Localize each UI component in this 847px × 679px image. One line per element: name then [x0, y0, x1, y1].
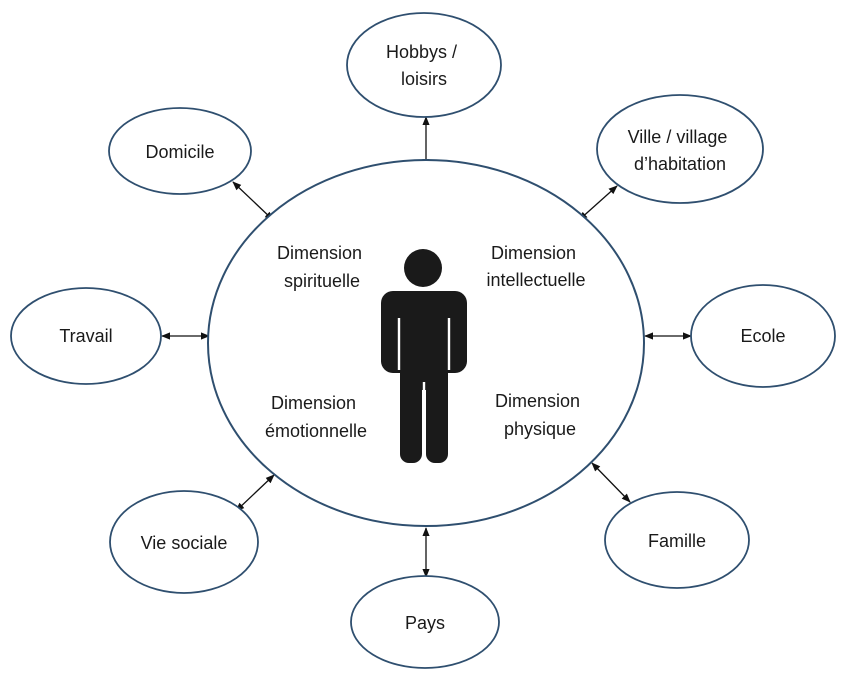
node-social-label: Vie sociale [141, 533, 228, 553]
node-country-label: Pays [405, 613, 445, 633]
person-icon [381, 249, 467, 463]
node-social: Vie sociale [109, 490, 259, 594]
node-hobbies: Hobbys / loisirs [346, 12, 502, 118]
node-hobbies-label: Hobbys / loisirs [386, 42, 462, 89]
node-work-label: Travail [59, 326, 112, 346]
node-family-label: Famille [648, 531, 706, 551]
node-school: Ecole [690, 284, 836, 388]
node-country: Pays [350, 575, 500, 669]
dimension-physical: Dimension physique [495, 391, 585, 439]
node-town-label: Ville / village d’habitation [628, 127, 733, 174]
dimension-intellectual: Dimension intellectuelle [486, 243, 585, 290]
arrow-town [578, 185, 618, 221]
node-home-label: Domicile [145, 142, 214, 162]
arrow-social [235, 474, 275, 512]
dimension-emotional: Dimension émotionnelle [265, 393, 367, 441]
node-town: Ville / village d’habitation [596, 94, 764, 204]
connector-arrows [161, 116, 692, 578]
node-family: Famille [604, 491, 750, 589]
node-home: Domicile [108, 107, 252, 195]
figure-details [397, 318, 451, 462]
dimension-spiritual: Dimension spirituelle [277, 243, 367, 291]
node-school-label: Ecole [740, 326, 785, 346]
arrow-family [591, 462, 631, 503]
arrow-home [232, 181, 274, 221]
node-work: Travail [10, 287, 162, 385]
